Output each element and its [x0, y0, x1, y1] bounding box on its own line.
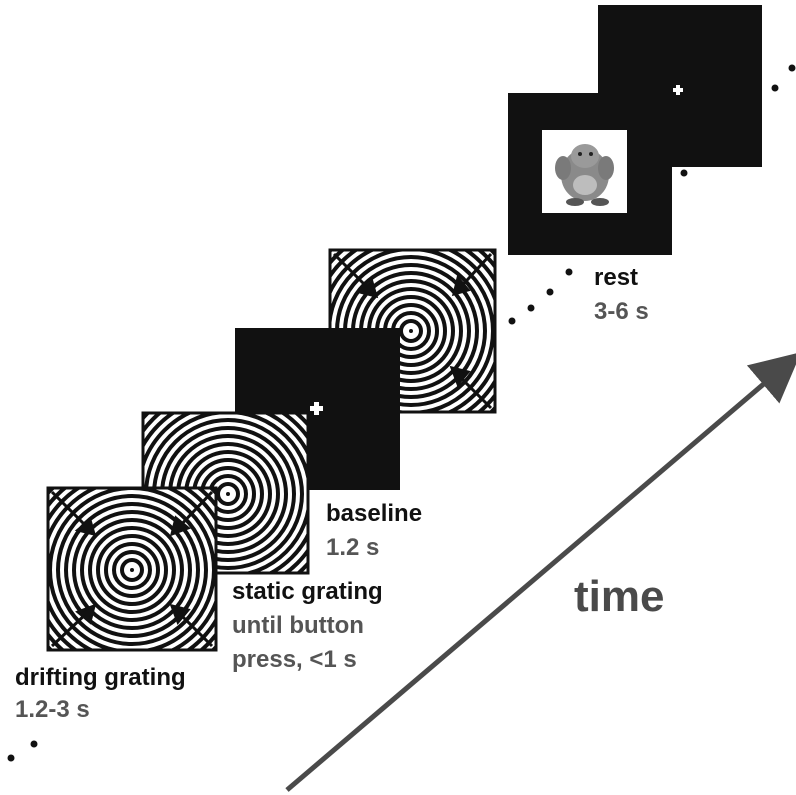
grating-ring: [64, 502, 200, 638]
concentric-rings-a: [48, 488, 216, 650]
grating-ring: [112, 550, 152, 590]
inward-arrows-icon: [332, 252, 493, 410]
fixation-cross-icon: [310, 402, 323, 415]
baseline-duration: 1.2 s: [326, 534, 380, 561]
grating-ring: [48, 488, 216, 650]
grating-ring: [330, 250, 495, 412]
cartoon-character-icon: [555, 144, 614, 206]
stimulus-screen: [508, 93, 672, 255]
grating-ring: [96, 534, 168, 606]
rest-duration: 3-6 s: [594, 298, 649, 325]
grating-center: [226, 492, 230, 496]
time-arrow: [285, 352, 796, 792]
grating-ring: [80, 518, 184, 622]
static-grating-duration-line-1: until button: [232, 612, 364, 639]
static-grating-title: static grating: [232, 578, 383, 605]
grating-ring: [216, 482, 240, 506]
rest-title: rest: [594, 264, 639, 291]
fixation-cross-icon: [673, 85, 683, 95]
ellipsis-dots-middle: [508, 268, 573, 325]
drifting-grating-title: drifting grating: [15, 664, 186, 691]
grating-ring: [120, 558, 144, 582]
drifting-grating-duration: 1.2-3 s: [15, 696, 90, 723]
inward-arrows-icon: [50, 490, 214, 648]
baseline-title: baseline: [326, 500, 423, 527]
grating-ring: [72, 510, 192, 630]
static-grating-duration-line-2: press, <1 s: [232, 646, 357, 673]
grating-ring: [399, 319, 423, 343]
ellipsis-dots-start: [7, 740, 38, 762]
ellipsis-dots-end: [680, 64, 796, 177]
drifting-grating-screen: [46, 486, 218, 652]
time-axis-label: time: [574, 572, 665, 621]
grating-center: [130, 568, 134, 572]
grating-ring: [56, 494, 208, 646]
grating-ring: [88, 526, 176, 614]
grating-ring: [104, 542, 160, 598]
grating-center: [409, 329, 413, 333]
